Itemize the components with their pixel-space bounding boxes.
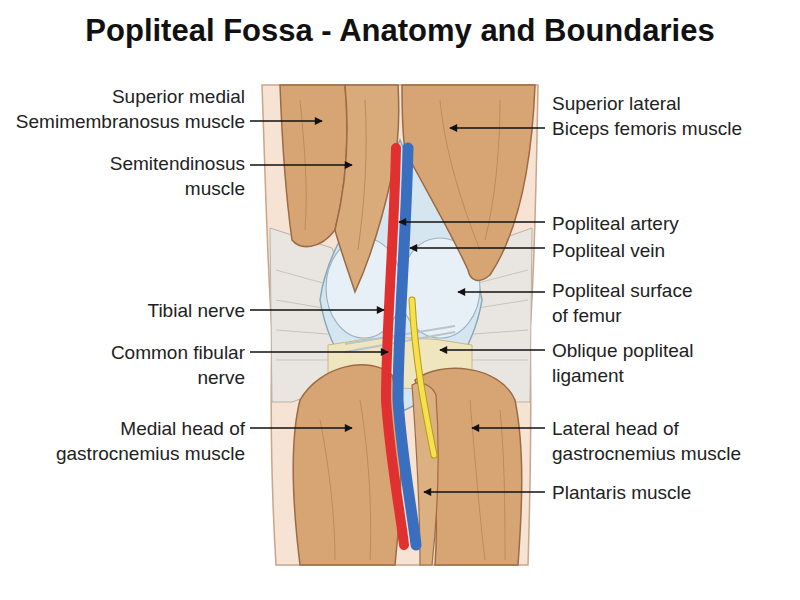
leader-line (472, 427, 545, 429)
label-line: Semimembranosus muscle (16, 109, 245, 134)
leader-line (250, 164, 352, 166)
label-line: Popliteal vein (552, 238, 665, 263)
label-line: nerve (111, 365, 245, 390)
part-label: Tibial nerve (147, 298, 245, 323)
label-line: Oblique popliteal (552, 338, 694, 363)
label-line: of femur (552, 303, 692, 328)
label-line: Biceps femoris muscle (552, 116, 742, 141)
diagram-title: Popliteal Fossa - Anatomy and Boundaries (0, 9, 800, 53)
leader-line (250, 427, 352, 429)
leader-line (458, 291, 545, 293)
part-label: Superior medial Semimembranosus muscle (16, 84, 245, 134)
leader-line (399, 221, 545, 223)
label-line: Plantaris muscle (552, 480, 691, 505)
label-line: gastrocnemius muscle (56, 441, 245, 466)
label-line: Popliteal artery (552, 211, 679, 236)
skin-outline (262, 85, 538, 565)
label-line: Common fibular (111, 340, 245, 365)
label-line: Tibial nerve (147, 298, 245, 323)
leader-line (250, 351, 388, 353)
part-label: Superior lateral Biceps femoris muscle (552, 91, 742, 141)
part-label: Popliteal artery (552, 211, 679, 236)
nerve-outline (412, 300, 434, 455)
part-label: Lateral head of gastrocnemius muscle (552, 416, 741, 466)
label-line: muscle (110, 176, 245, 201)
label-line: Lateral head of (552, 416, 741, 441)
label-line: ligament (552, 363, 694, 388)
leader-line (440, 349, 545, 351)
part-label: Semitendinosus muscle (110, 151, 245, 201)
part-label: Medial head of gastrocnemius muscle (56, 416, 245, 466)
label-line: Popliteal surface (552, 278, 692, 303)
part-label: Popliteal surface of femur (552, 278, 692, 328)
label-line: Semitendinosus (110, 151, 245, 176)
leader-line (424, 491, 545, 493)
tibial-nerve (412, 300, 434, 455)
part-label: Oblique popliteal ligament (552, 338, 694, 388)
label-line: gastrocnemius muscle (552, 441, 741, 466)
leader-line (250, 120, 322, 122)
biceps-femoris-muscle (402, 85, 535, 280)
part-label: Popliteal vein (552, 238, 665, 263)
leader-line (450, 127, 545, 129)
part-label: Common fibular nerve (111, 340, 245, 390)
label-line: Superior lateral (552, 91, 742, 116)
leader-line (250, 309, 384, 311)
label-line: Medial head of (56, 416, 245, 441)
leader-lines (250, 121, 545, 492)
popliteal-artery (386, 148, 404, 545)
leader-line (410, 247, 545, 249)
part-label: Plantaris muscle (552, 480, 691, 505)
label-line: Superior medial (16, 84, 245, 109)
